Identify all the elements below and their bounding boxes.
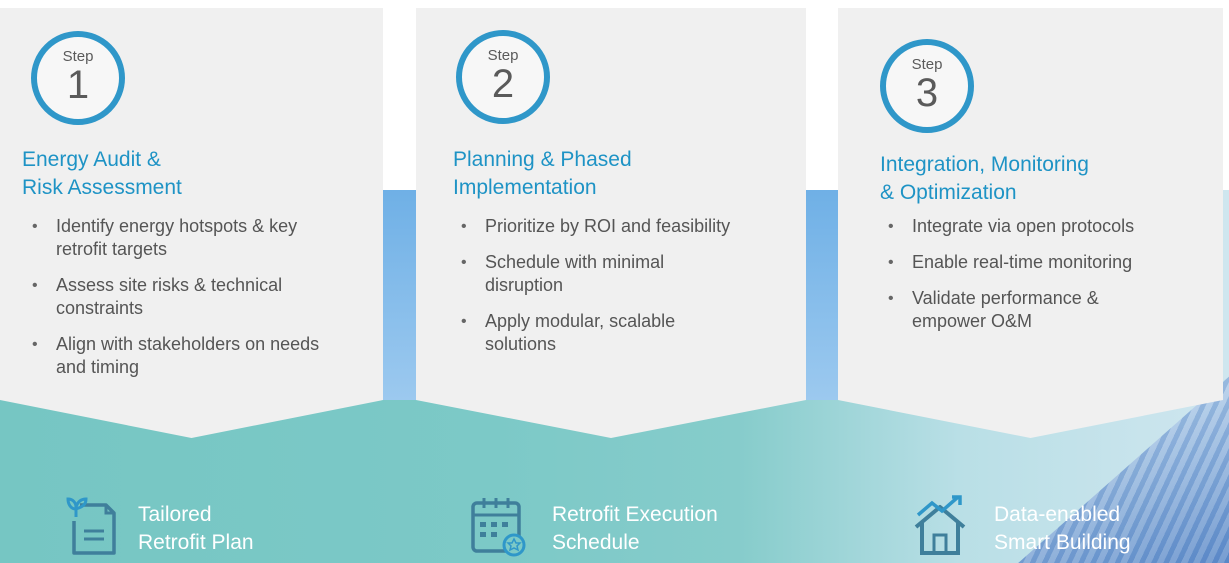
step-title-line2: Risk Assessment — [22, 176, 182, 199]
step-title-line1: Planning & Phased — [453, 148, 632, 171]
bullet-line1: Schedule with minimal — [485, 252, 665, 272]
bullet-line1: Enable real-time monitoring — [912, 252, 1133, 272]
step-title: Energy Audit & Risk Assessment — [22, 146, 182, 202]
bullet-icon: • — [32, 277, 38, 294]
calendar-gear-icon — [471, 498, 526, 557]
step-bullet-list: • Prioritize by ROI and feasibility • Sc… — [453, 215, 803, 369]
bullet-line2: constraints — [56, 298, 144, 318]
blue-gap-strip-2 — [806, 190, 842, 400]
outcome-label-line1: Tailored — [138, 503, 212, 526]
step-title-line2: & Optimization — [880, 181, 1017, 204]
bullet-icon: • — [461, 254, 467, 271]
bullet-line1: Align with stakeholders on needs — [56, 334, 320, 354]
step-title: Planning & Phased Implementation — [453, 146, 632, 202]
step-bullet-list: • Integrate via open protocols • Enable … — [880, 215, 1220, 346]
step-title-line1: Integration, Monitoring — [880, 153, 1089, 176]
bullet-line1: Integrate via open protocols — [912, 216, 1135, 236]
step-card-2: Step 2 Planning & Phased Implementation … — [416, 8, 806, 438]
outcome-label: Tailored Retrofit Plan — [138, 501, 254, 557]
step-badge-3: Step 3 — [880, 39, 974, 133]
bullet-item: • Prioritize by ROI and feasibility — [453, 215, 803, 238]
step-title-line1: Energy Audit & — [22, 148, 161, 171]
bullet-icon: • — [888, 254, 894, 271]
outcome-label: Data-enabled Smart Building — [994, 501, 1131, 557]
bullet-item: • Schedule with minimal disruption — [453, 251, 803, 297]
bullet-icon: • — [888, 290, 894, 307]
step-number: 3 — [915, 71, 939, 115]
outcome-1: Tailored Retrofit Plan — [66, 495, 326, 563]
outcome-label-line1: Data-enabled — [994, 503, 1121, 526]
bullet-item: • Assess site risks & technical constrai… — [24, 274, 374, 320]
bullet-item: • Validate performance & empower O&M — [880, 287, 1220, 333]
step-bullet-list: • Identify energy hotspots & key retrofi… — [24, 215, 374, 392]
bullet-icon: • — [461, 313, 467, 330]
bullet-line2: solutions — [485, 334, 557, 354]
bullet-line2: and timing — [56, 357, 140, 377]
step-label: Step — [487, 47, 519, 64]
bullet-line1: Validate performance & — [912, 288, 1099, 308]
step-title-line2: Implementation — [453, 176, 597, 199]
outcome-label: Retrofit Execution Schedule — [552, 501, 718, 557]
bullet-line1: Apply modular, scalable — [485, 311, 676, 331]
bullet-icon: • — [461, 218, 467, 235]
bullet-line1: Prioritize by ROI and feasibility — [485, 216, 731, 236]
step-label: Step — [62, 48, 94, 65]
document-leaf-icon — [66, 497, 116, 555]
step-card-3: Step 3 Integration, Monitoring & Optimiz… — [838, 8, 1223, 438]
step-badge-2: Step 2 — [456, 30, 550, 124]
outcome-2: Retrofit Execution Schedule — [470, 495, 770, 563]
bullet-item: • Identify energy hotspots & key retrofi… — [24, 215, 374, 261]
bullet-item: • Integrate via open protocols — [880, 215, 1220, 238]
blue-gap-strip-1 — [383, 190, 419, 400]
step-badge-1: Step 1 — [31, 31, 125, 125]
outcome-label-line2: Schedule — [552, 531, 640, 554]
outcome-label-line2: Retrofit Plan — [138, 531, 254, 554]
outcome-label-line2: Smart Building — [994, 531, 1131, 554]
step-title: Integration, Monitoring & Optimization — [880, 151, 1089, 207]
step-label: Step — [911, 56, 943, 73]
step-card-1: Step 1 Energy Audit & Risk Assessment • … — [0, 8, 383, 438]
house-chart-icon — [914, 495, 966, 555]
bullet-icon: • — [32, 218, 38, 235]
bullet-line2: retrofit targets — [56, 239, 168, 259]
bullet-icon: • — [32, 336, 38, 353]
outcome-3: Data-enabled Smart Building — [912, 495, 1212, 563]
bullet-line1: Identify energy hotspots & key — [56, 216, 298, 236]
bullet-line2: empower O&M — [912, 311, 1033, 331]
outcome-label-line1: Retrofit Execution — [552, 503, 718, 526]
step-number: 1 — [66, 63, 90, 107]
bullet-line2: disruption — [485, 275, 564, 295]
bullet-item: • Enable real-time monitoring — [880, 251, 1220, 274]
bullet-item: • Align with stakeholders on needs and t… — [24, 333, 374, 379]
bullet-line1: Assess site risks & technical — [56, 275, 283, 295]
step-number: 2 — [491, 62, 515, 106]
bullet-icon: • — [888, 218, 894, 235]
bullet-item: • Apply modular, scalable solutions — [453, 310, 803, 356]
